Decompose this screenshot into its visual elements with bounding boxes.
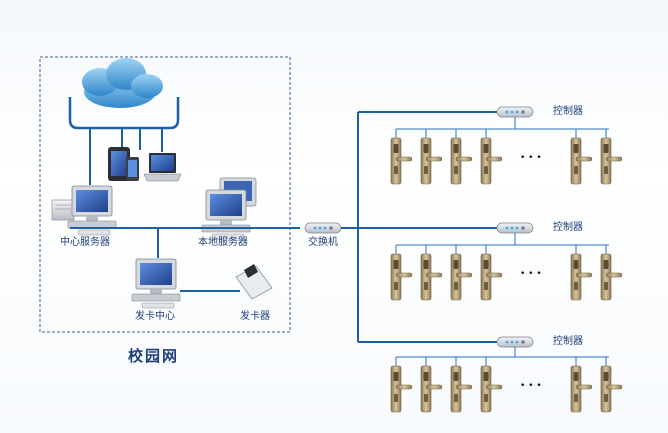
card-center-label: 发卡中心 bbox=[135, 311, 175, 322]
controller-label: 控制器 bbox=[553, 222, 583, 233]
ellipsis: • • • bbox=[520, 153, 542, 163]
ellipsis: • • • bbox=[520, 381, 542, 391]
cloud-icon bbox=[82, 58, 163, 118]
controller-label: 控制器 bbox=[553, 106, 583, 117]
local-server-icon bbox=[201, 177, 257, 240]
local-server-label: 本地服务器 bbox=[198, 237, 248, 248]
ellipsis: • • • bbox=[520, 269, 542, 279]
campus-boundary bbox=[39, 56, 291, 333]
switch-label: 交换机 bbox=[308, 237, 338, 248]
controller-icon bbox=[496, 106, 534, 118]
switch-icon bbox=[304, 222, 342, 234]
central-server-label: 中心服务器 bbox=[60, 237, 110, 248]
central-server-icon bbox=[51, 185, 117, 236]
laptop-icon bbox=[143, 153, 182, 182]
tablet-icon bbox=[108, 147, 130, 181]
campus-label: 校园网 bbox=[128, 347, 180, 365]
controller-icon bbox=[496, 336, 534, 348]
controller-label: 控制器 bbox=[553, 336, 583, 347]
card-issuer-label: 发卡器 bbox=[240, 311, 270, 322]
controller-icon bbox=[496, 222, 534, 234]
card-center-icon bbox=[131, 258, 181, 309]
phone-icon bbox=[126, 157, 139, 181]
card-issuer-icon bbox=[235, 264, 273, 300]
